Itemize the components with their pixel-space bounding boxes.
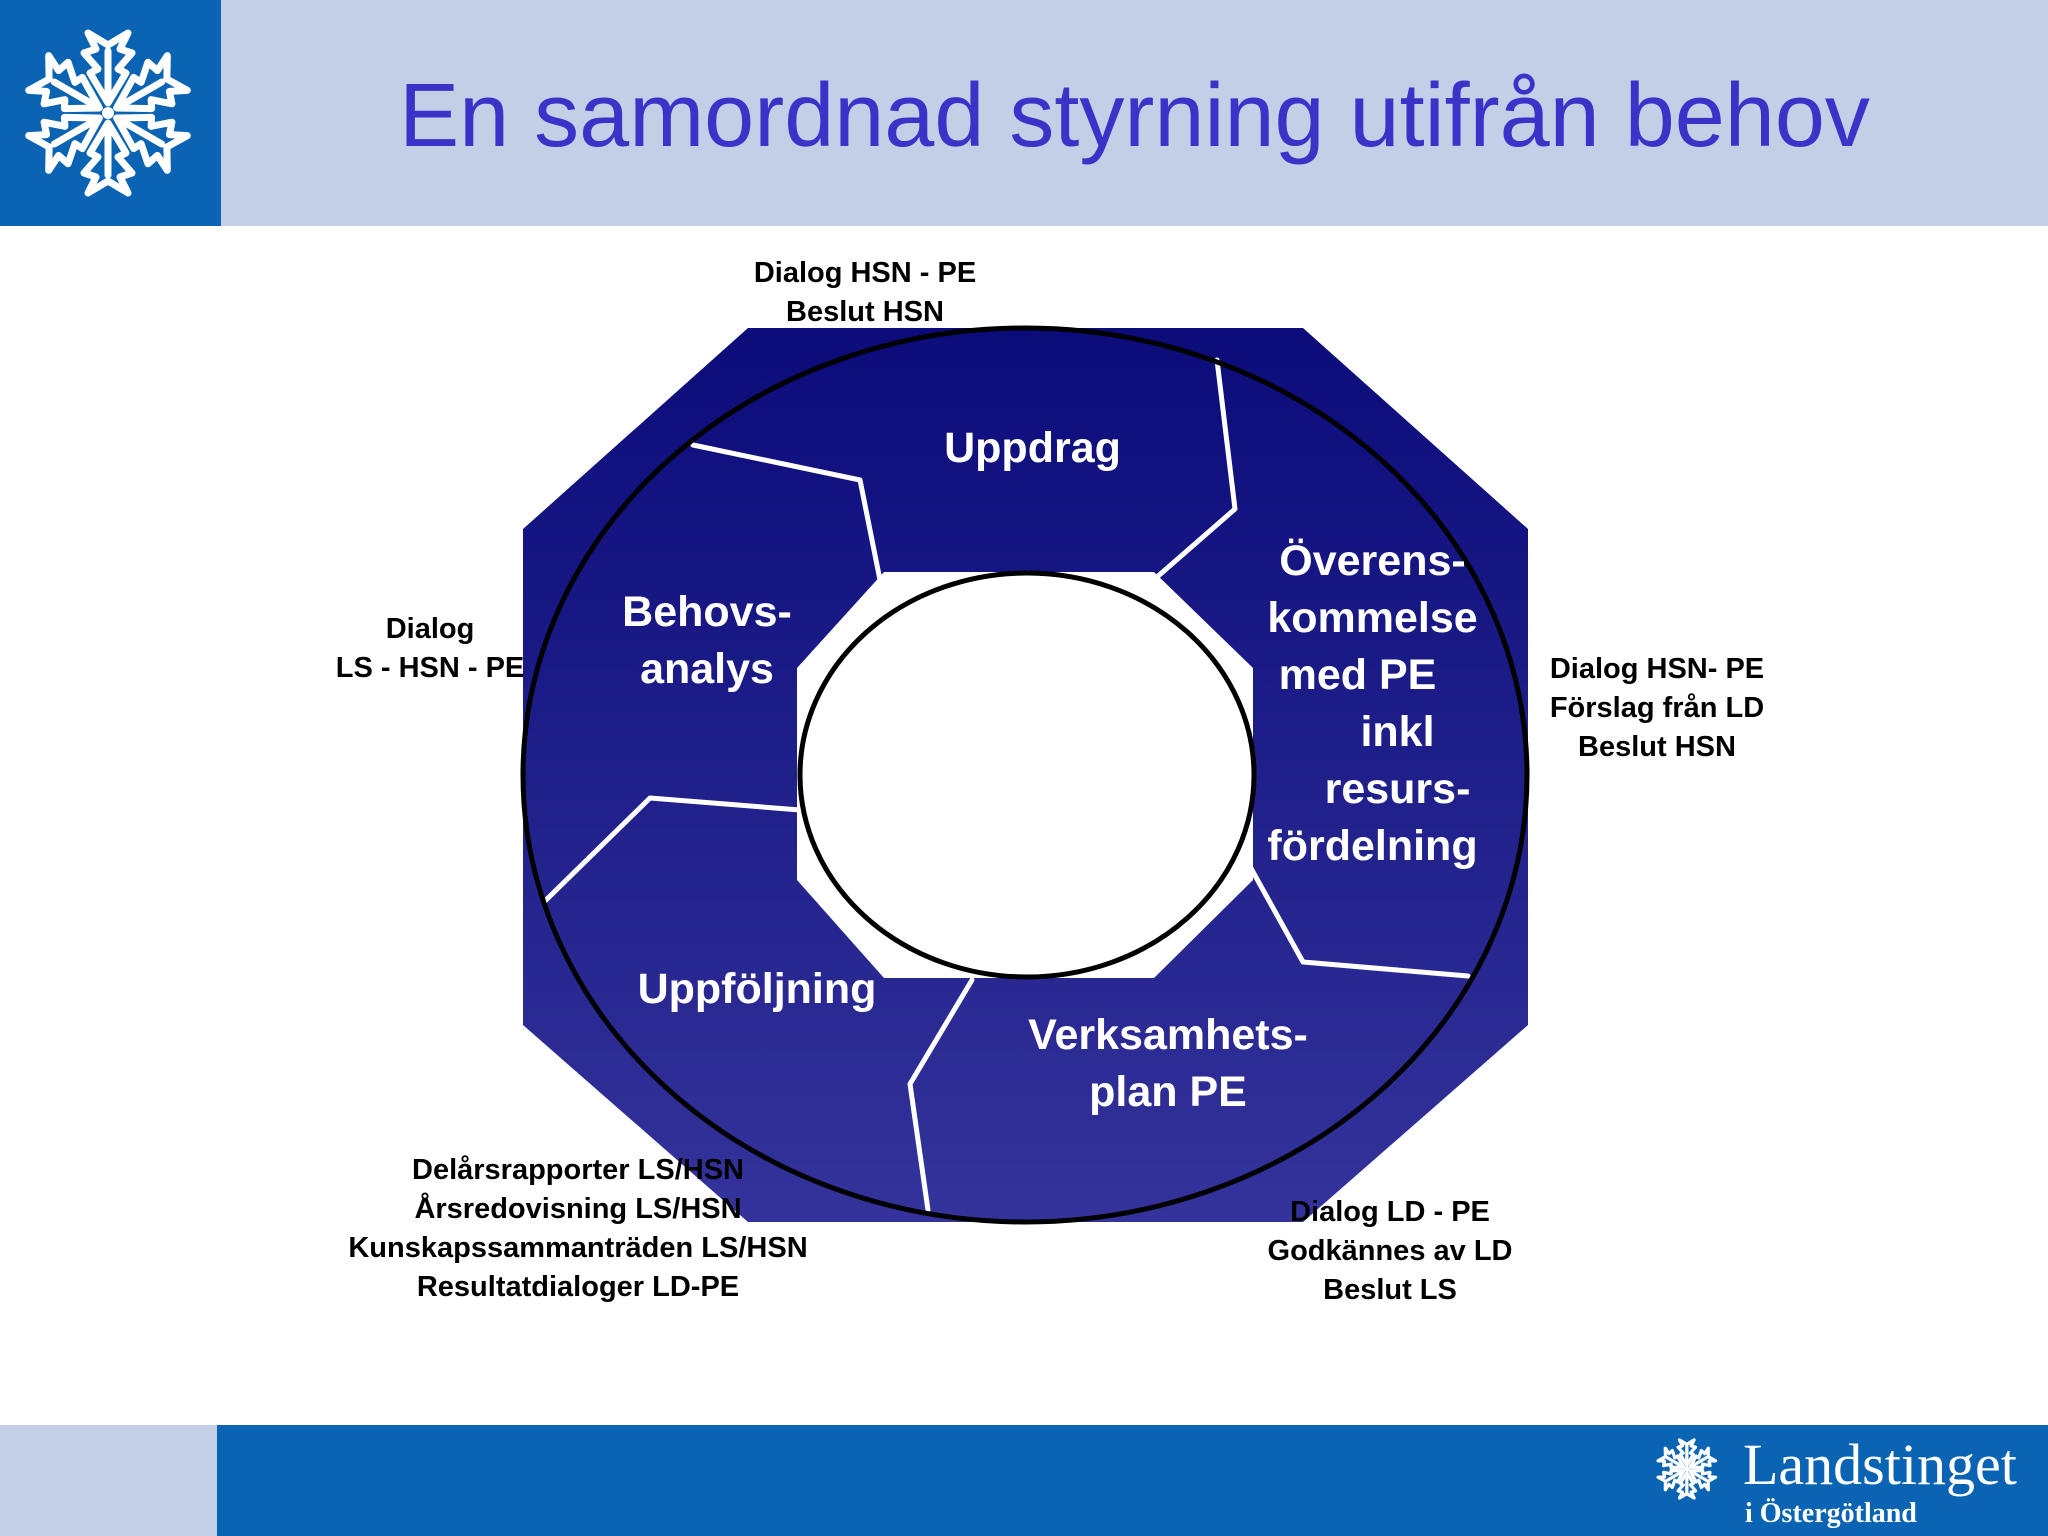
footer-left-band: [0, 1425, 217, 1536]
segment-overenskommelse: Överens- kommelse med PE inkl resurs- fö…: [1255, 533, 1490, 875]
divider-uppdrag-overens: [1154, 357, 1238, 580]
divider-behov-uppdrag: [690, 442, 885, 593]
segment-behovsanalys-line: analys: [640, 645, 774, 693]
caption-line: Resultatdialoger LD-PE: [416, 1271, 740, 1303]
logo-block: [0, 0, 221, 226]
segment-verksamhetsplan-line: plan PE: [1089, 1068, 1247, 1116]
segment-overenskommelse-line: med PE: [1278, 651, 1437, 699]
caption-line: Beslut LS: [1323, 1274, 1457, 1306]
snowflake-small-logo-icon: [1655, 1438, 1718, 1500]
caption-line: Godkännes av LD: [1267, 1235, 1513, 1267]
brand-subtitle: i Östergötland: [1745, 1498, 1917, 1529]
page-title: En samordnad styrning utifrån behov: [399, 65, 1870, 166]
caption-line: Beslut HSN: [1578, 731, 1736, 763]
caption-line: Kunskapssammanträden LS/HSN: [348, 1232, 808, 1264]
snowflake-logo-icon: [0, 29, 221, 226]
caption-line: Årsredovisning LS/HSN: [414, 1193, 742, 1225]
caption-line: Dialog HSN- PE: [1549, 653, 1765, 685]
cycle-diagram: [520, 325, 1530, 1225]
divider-verksamhet-uppfoljning: [907, 977, 975, 1213]
segment-overenskommelse-line: fördelning: [1267, 822, 1478, 870]
caption-right: Dialog HSN- PE Förslag från LD Beslut HS…: [1527, 650, 1787, 767]
caption-line: LS - HSN - PE: [335, 652, 525, 684]
caption-bottom-left: Delårsrapporter LS/HSN Årsredovisning LS…: [338, 1151, 818, 1307]
segment-overenskommelse-line: resurs-: [1324, 765, 1471, 813]
divider-uppfoljning-behov: [542, 795, 803, 904]
segment-overenskommelse-line: Överens-: [1279, 537, 1466, 585]
segment-behovsanalys: Behovs- analys: [592, 584, 822, 698]
caption-top: Dialog HSN - PE Beslut HSN: [715, 254, 1015, 332]
caption-left: Dialog LS - HSN - PE: [325, 610, 535, 688]
caption-line: Förslag från LD: [1549, 692, 1765, 724]
segment-uppfoljning: Uppföljning: [612, 961, 902, 1018]
header-band: [0, 0, 2048, 226]
footer-band: [217, 1425, 2048, 1536]
caption-line: Beslut HSN: [786, 296, 944, 328]
caption-line: Dialog: [385, 613, 475, 645]
caption-bottom-right: Dialog LD - PE Godkännes av LD Beslut LS: [1245, 1193, 1535, 1310]
segment-overenskommelse-line: inkl: [1360, 708, 1435, 756]
segment-uppdrag-line: Uppdrag: [944, 424, 1121, 472]
caption-line: Dialog HSN - PE: [753, 257, 977, 289]
caption-line: Delårsrapporter LS/HSN: [412, 1154, 744, 1186]
segment-uppdrag: Uppdrag: [925, 420, 1140, 477]
segment-verksamhetsplan: Verksamhets- plan PE: [1018, 1007, 1318, 1121]
segment-overenskommelse-line: kommelse: [1267, 594, 1478, 642]
brand-name: Landstinget: [1743, 1432, 2017, 1497]
caption-line: Dialog LD - PE: [1290, 1196, 1490, 1228]
segment-verksamhetsplan-line: Verksamhets-: [1028, 1011, 1308, 1059]
inner-octagon: [797, 572, 1253, 978]
inner-cycle-ring: [797, 570, 1257, 980]
divider-overens-verksamhet: [1234, 840, 1471, 979]
outer-cycle-ring: [520, 325, 1530, 1225]
segment-behovsanalys-line: Behovs-: [622, 588, 792, 636]
segment-uppfoljning-line: Uppföljning: [637, 965, 877, 1013]
